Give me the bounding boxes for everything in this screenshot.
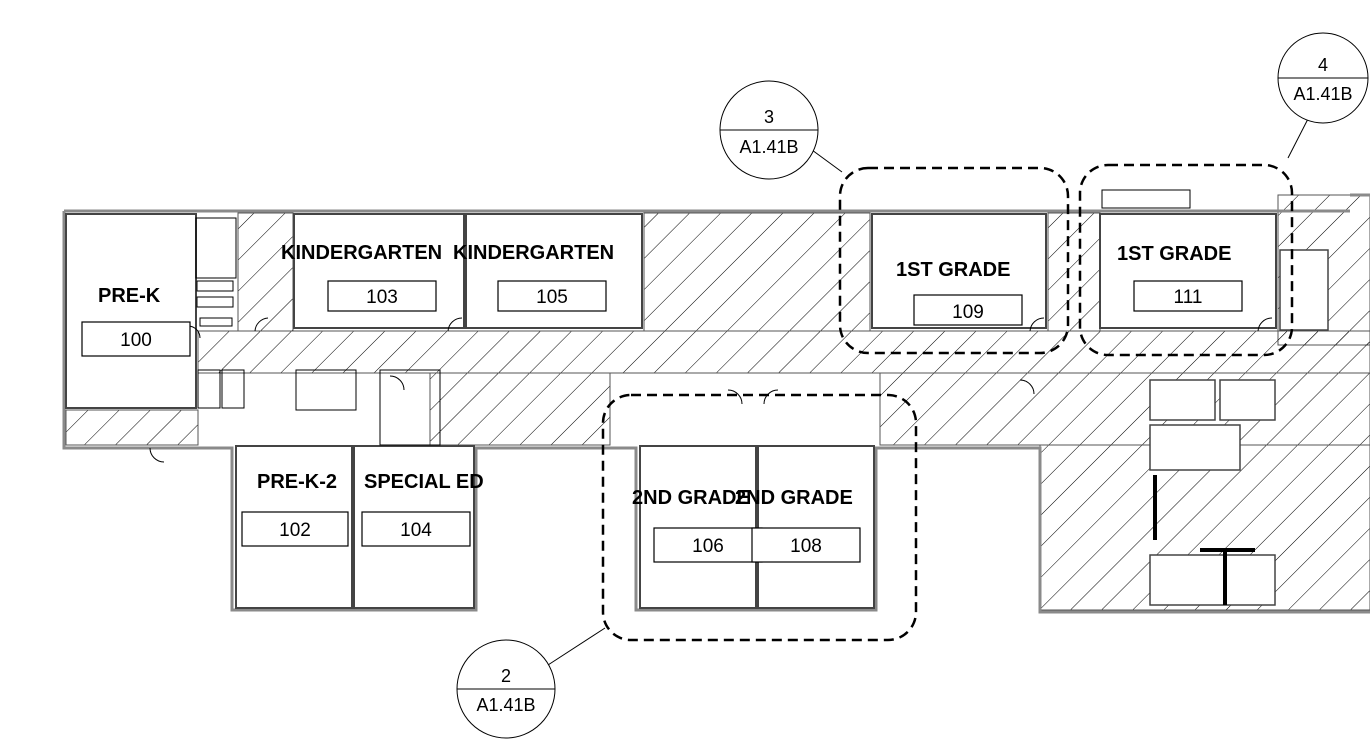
room-number-106: 106	[692, 536, 724, 557]
room-number-tags: 100 102 103 104 105 106 108 109 111	[81, 280, 1243, 563]
room-name-100: PRE-K	[98, 285, 161, 307]
right-wing-partitions	[1149, 249, 1329, 606]
room-name-108: 2ND GRADE	[735, 487, 853, 509]
room-number-box-102	[241, 511, 349, 547]
callout-4-detail: 4	[1318, 55, 1328, 75]
room-name-109: 1ST GRADE	[896, 259, 1010, 281]
room-number-box-104	[361, 511, 471, 547]
room-number-box-109	[913, 294, 1023, 326]
room-name-105: KINDERGARTEN	[453, 242, 614, 264]
room-number-box-100	[81, 321, 191, 357]
room-name-104: SPECIAL ED	[364, 471, 484, 493]
restroom-fixtures	[195, 189, 1191, 446]
callout-2-sheet: A1.41B	[476, 695, 535, 715]
room-name-102: PRE-K-2	[257, 471, 337, 493]
door-swings	[149, 317, 1273, 463]
room-number-105: 105	[536, 287, 568, 308]
building-walls	[62, 193, 1370, 614]
room-number-box-106	[653, 527, 763, 563]
room-number-111: 111	[1174, 287, 1203, 308]
room-number-box-111	[1133, 280, 1243, 312]
room-number-108: 108	[790, 536, 822, 557]
callout-leaders	[547, 114, 1311, 666]
room-number-box-108	[751, 527, 861, 563]
callout-2-detail: 2	[501, 666, 511, 686]
room-number-104: 104	[400, 520, 432, 541]
room-number-103: 103	[366, 287, 398, 308]
callout-2: 2 A1.41B	[456, 639, 556, 739]
room-labels: PRE-K PRE-K-2 KINDERGARTEN SPECIAL ED KI…	[98, 242, 1231, 509]
callout-4-sheet: A1.41B	[1293, 84, 1352, 104]
room-name-111: 1ST GRADE	[1117, 243, 1231, 265]
room-name-106: 2ND GRADE	[632, 487, 750, 509]
room-name-103: KINDERGARTEN	[281, 242, 442, 264]
callout-3-sheet: A1.41B	[739, 137, 798, 157]
room-number-box-103	[327, 280, 437, 312]
room-number-100: 100	[120, 330, 152, 351]
callout-3-detail: 3	[764, 107, 774, 127]
room-number-box-105	[497, 280, 607, 312]
callout-4: 4 A1.41B	[1277, 32, 1369, 124]
room-number-109: 109	[952, 302, 984, 323]
room-number-102: 102	[279, 520, 311, 541]
callout-3: 3 A1.41B	[719, 80, 819, 180]
enlarged-plan-boundaries	[601, 163, 1294, 642]
